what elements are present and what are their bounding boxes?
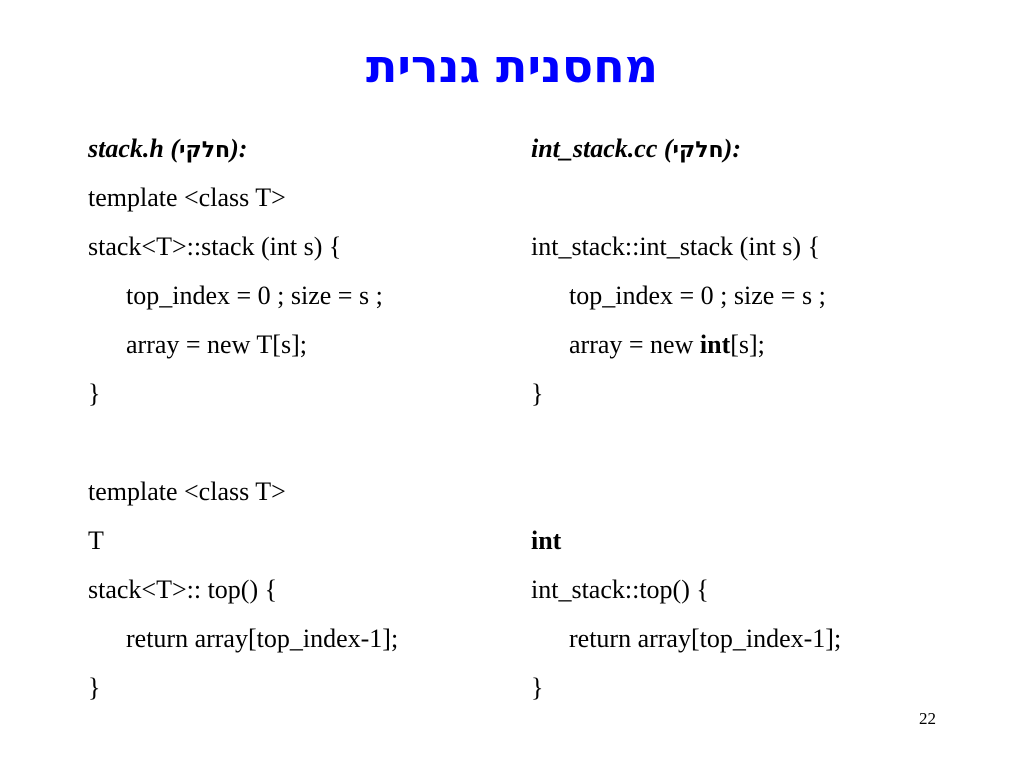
right-code-column: int_stack.cc (חלקי): int_stack::int_stac… xyxy=(531,124,991,712)
left-header-close-paren: ): xyxy=(230,134,248,163)
right-code-line: } xyxy=(531,673,544,702)
left-blank-line xyxy=(88,418,518,467)
left-code-line: array = new T[s]; xyxy=(126,330,307,359)
left-header: stack.h (חלקי): xyxy=(88,124,518,173)
left-header-filename: stack.h xyxy=(88,134,164,163)
right-code-line: top_index = 0 ; size = s ; xyxy=(569,281,826,310)
right-header-open-paren: ( xyxy=(657,134,673,163)
right-code-line: int_stack::int_stack (int s) { xyxy=(531,232,821,261)
right-code-return-type: int xyxy=(531,526,562,555)
page-number: 22 xyxy=(919,709,936,728)
right-code-fragment: [s]; xyxy=(730,330,765,359)
left-code-column: stack.h (חלקי): template <class T> stack… xyxy=(88,124,518,712)
right-blank-line xyxy=(531,467,991,516)
right-code-bold-type: int xyxy=(699,330,731,359)
right-header-filename: int_stack.cc xyxy=(531,134,658,163)
left-header-open-paren: ( xyxy=(163,134,180,163)
right-blank-line xyxy=(531,418,991,467)
right-code-fragment: array = new xyxy=(569,330,700,359)
left-code-line: stack<T>:: top() { xyxy=(88,575,278,604)
right-header-close-paren: ): xyxy=(723,134,741,163)
left-code-line: stack<T>::stack (int s) { xyxy=(88,232,342,261)
right-code-line: array = new int[s]; xyxy=(531,320,991,369)
left-code-line: template <class T> xyxy=(88,477,286,506)
slide-title: מחסנית גנרית xyxy=(365,39,659,93)
left-code-line: template <class T> xyxy=(88,183,286,212)
right-header-hebrew: חלקי xyxy=(672,138,724,163)
right-blank-line xyxy=(531,173,991,222)
left-code-line: top_index = 0 ; size = s ; xyxy=(126,281,383,310)
right-code-line: } xyxy=(531,379,544,408)
right-header: int_stack.cc (חלקי): xyxy=(531,124,991,173)
left-code-line: } xyxy=(88,673,101,702)
right-code-line: return array[top_index-1]; xyxy=(569,624,842,653)
right-code-line: int_stack::top() { xyxy=(531,575,709,604)
left-header-hebrew: חלקי xyxy=(179,138,231,163)
left-code-line: return array[top_index-1]; xyxy=(126,624,399,653)
left-code-line: } xyxy=(88,379,101,408)
left-code-line: T xyxy=(88,526,104,555)
